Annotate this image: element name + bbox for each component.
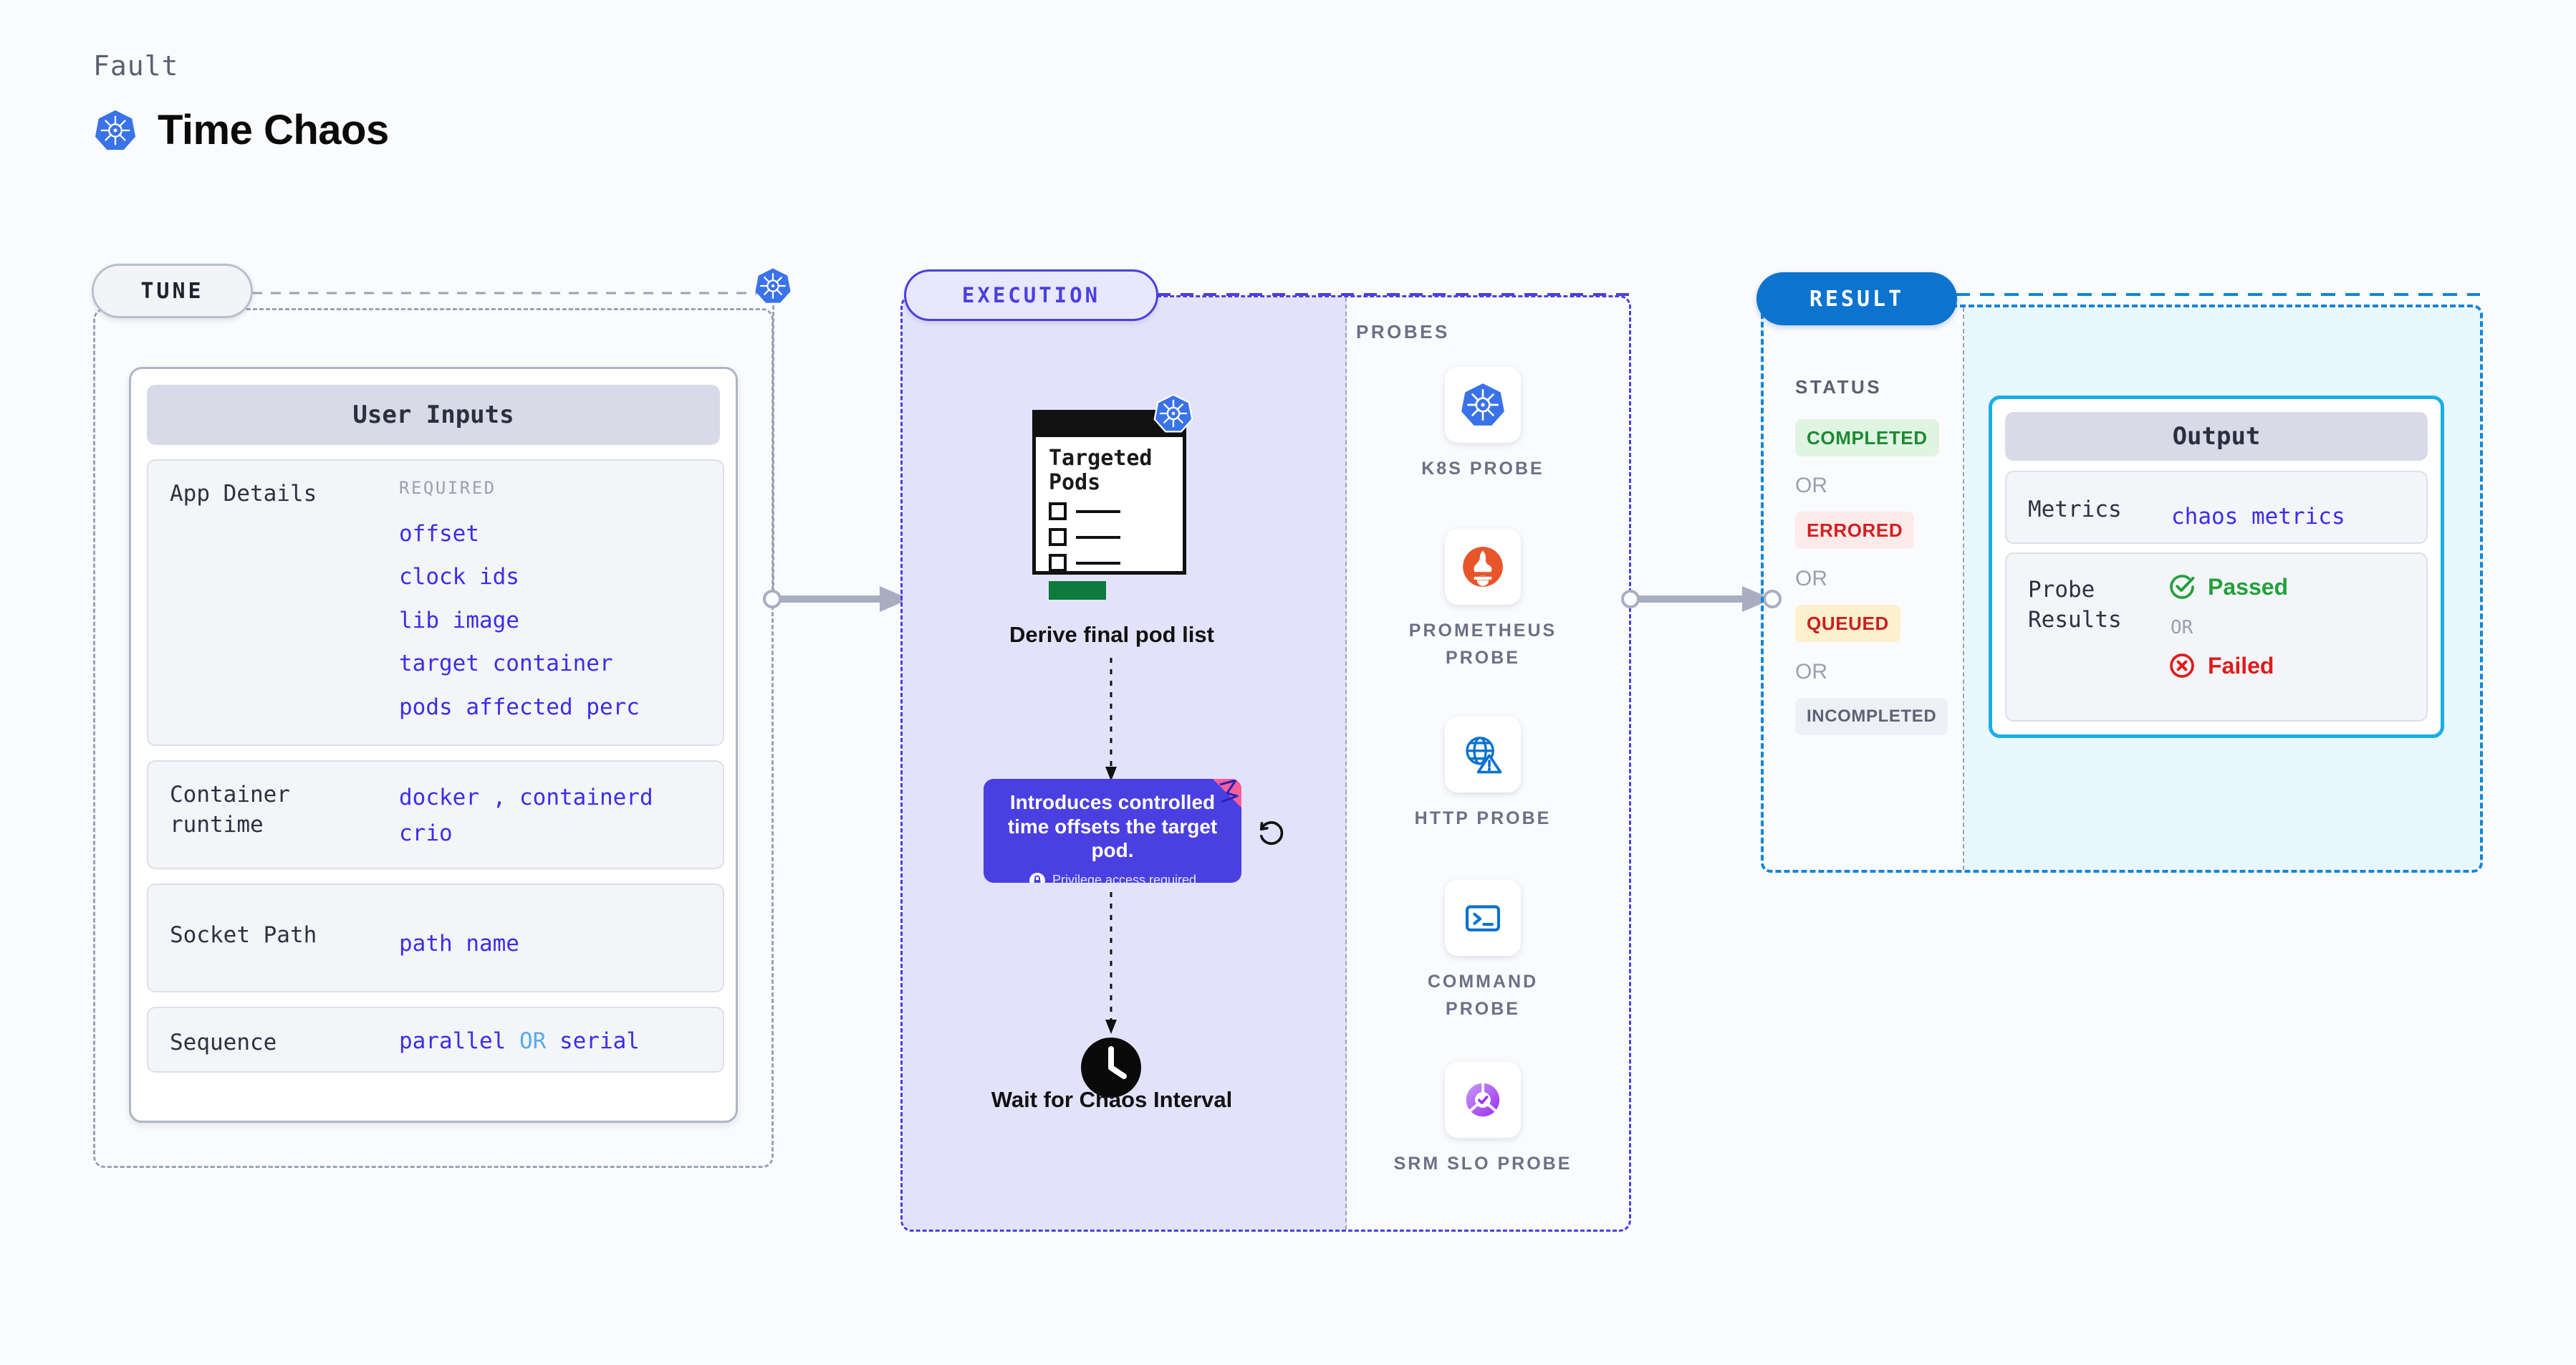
- input-value: serial: [559, 1028, 640, 1054]
- derive-pod-list-label: Derive final pod list: [1009, 622, 1214, 647]
- privilege-note: Privilege access required: [1052, 873, 1197, 883]
- result-connector-line: [1956, 293, 2480, 296]
- rotate-ccw-icon[interactable]: [1256, 817, 1287, 848]
- page-header: Fault Time Chaos: [93, 50, 389, 154]
- output-row-metrics[interactable]: Metrics chaos metrics: [2005, 471, 2428, 544]
- status-badge-queued: QUEUED: [1795, 605, 1900, 642]
- input-value: path name: [399, 931, 519, 957]
- wait-chaos-interval-label: Wait for Chaos Interval: [991, 1087, 1233, 1112]
- pod-line-dash: [1076, 509, 1120, 513]
- value-separator: ,: [492, 785, 506, 810]
- value-separator: OR: [519, 1028, 547, 1054]
- output-title: Output: [2005, 412, 2428, 461]
- checkbox-icon: [1049, 528, 1067, 547]
- input-value: pods affected perc: [399, 694, 640, 720]
- input-value: target container: [399, 651, 613, 677]
- fault-eyebrow: Fault: [93, 50, 179, 82]
- probe-result-passed: Passed: [2208, 573, 2289, 600]
- probe-item-srm-slo[interactable]: SRM SLO PROBE: [1390, 1062, 1576, 1178]
- result-tag: RESULT: [1756, 272, 1957, 325]
- page-title: Time Chaos: [158, 107, 389, 153]
- kubernetes-icon: [754, 267, 792, 305]
- output-row-value: chaos metrics: [2171, 504, 2345, 530]
- kubernetes-icon: [1445, 367, 1521, 443]
- execution-connector-line: [1158, 293, 1639, 296]
- probes-section-label: PROBES: [1356, 321, 1450, 343]
- input-row-label: Sequence: [170, 1030, 277, 1055]
- tune-panel: [93, 308, 774, 1168]
- input-value: crio: [399, 820, 453, 846]
- clock-icon: [1077, 1033, 1145, 1102]
- probe-result-failed: Failed: [2208, 652, 2274, 679]
- probe-item-command[interactable]: COMMAND PROBE: [1390, 880, 1576, 1022]
- pod-line-dash: [1076, 561, 1120, 565]
- pod-line-dash: [1076, 535, 1120, 539]
- progress-bar: [1049, 581, 1106, 600]
- input-row-sequence[interactable]: Sequence parallel OR serial: [147, 1007, 724, 1073]
- input-value: containerd: [519, 785, 653, 810]
- input-row-label: Container runtime: [170, 782, 290, 838]
- pod-list-item: [1049, 554, 1173, 573]
- lock-icon: [1029, 872, 1046, 883]
- status-or-label: OR: [1795, 474, 1827, 497]
- probe-label: K8S PROBE: [1421, 459, 1544, 479]
- input-value: clock ids: [399, 564, 519, 590]
- result-status-column: STATUS COMPLETED OR ERRORED OR QUEUED OR…: [1764, 307, 1964, 870]
- fault-description-text: Introduces controlled time offsets the t…: [1007, 791, 1218, 862]
- prometheus-icon: [1445, 529, 1521, 605]
- checkbox-icon: [1049, 502, 1067, 521]
- probe-label: HTTP PROBE: [1414, 808, 1552, 828]
- input-row-label: App Details: [170, 481, 317, 507]
- checkbox-icon: [1049, 554, 1067, 573]
- status-or-label: OR: [1795, 567, 1827, 590]
- srm-slo-icon: [1445, 1062, 1521, 1138]
- input-value: docker: [399, 785, 479, 810]
- pod-list-item: [1049, 528, 1173, 547]
- status-badge-incompleted: INCOMPLETED: [1795, 698, 1948, 735]
- terminal-icon: [1445, 880, 1521, 956]
- output-row-label: Probe Results: [2028, 577, 2122, 633]
- input-row-app-details[interactable]: App Details REQUIRED offset clock ids li…: [147, 459, 724, 746]
- status-badge-completed: COMPLETED: [1795, 419, 1939, 456]
- probe-item-k8s[interactable]: K8S PROBE: [1390, 367, 1576, 483]
- status-label: STATUS: [1795, 376, 1883, 398]
- required-tag: REQUIRED: [399, 478, 496, 498]
- output-card: Output Metrics chaos metrics Probe Resul…: [1989, 396, 2444, 738]
- probe-result-or-label: OR: [2171, 617, 2193, 638]
- pod-list-item: [1049, 502, 1173, 521]
- probe-item-prometheus[interactable]: PROMETHEUS PROBE: [1390, 529, 1576, 671]
- x-circle-icon: [2168, 651, 2196, 680]
- input-value: offset: [399, 521, 479, 547]
- input-value: parallel: [399, 1028, 506, 1054]
- targeted-pods-title: Targeted Pods: [1049, 446, 1153, 495]
- output-row-label: Metrics: [2028, 497, 2122, 522]
- kubernetes-icon: [1153, 393, 1194, 434]
- input-row-label: Socket Path: [170, 922, 317, 948]
- fault-description-card[interactable]: Introduces controlled time offsets the t…: [984, 779, 1241, 883]
- execution-to-result-arrow: [1621, 586, 1782, 612]
- check-circle-icon: [2168, 573, 2196, 601]
- flow-arrow-down: [1105, 892, 1117, 1034]
- probe-label: SRM SLO PROBE: [1393, 1154, 1572, 1174]
- probe-label: COMMAND PROBE: [1427, 972, 1539, 1019]
- chaos-ribbon-icon: [1211, 779, 1241, 809]
- output-row-probe-results[interactable]: Probe Results Passed OR: [2005, 552, 2428, 722]
- input-row-container-runtime[interactable]: Container runtime docker , containerd cr…: [147, 760, 724, 869]
- tune-tag: TUNE: [92, 264, 253, 318]
- kubernetes-icon: [93, 108, 138, 153]
- input-value: lib image: [399, 607, 519, 633]
- targeted-pods-node[interactable]: Targeted Pods: [1032, 393, 1193, 600]
- status-badge-errored: ERRORED: [1795, 512, 1915, 549]
- tune-connector-line: [252, 292, 789, 294]
- tune-vertical-connector: [772, 305, 774, 599]
- probe-item-http[interactable]: HTTP PROBE: [1390, 717, 1576, 833]
- globe-warning-icon: [1445, 717, 1521, 792]
- input-row-socket-path[interactable]: Socket Path path name: [147, 883, 724, 992]
- flow-arrow-down: [1105, 658, 1117, 781]
- execution-tag: EXECUTION: [904, 269, 1158, 321]
- user-inputs-card: User Inputs App Details REQUIRED offset …: [129, 367, 738, 1123]
- user-inputs-title: User Inputs: [147, 385, 720, 445]
- probe-label: PROMETHEUS PROBE: [1408, 621, 1557, 668]
- status-or-label: OR: [1795, 660, 1827, 684]
